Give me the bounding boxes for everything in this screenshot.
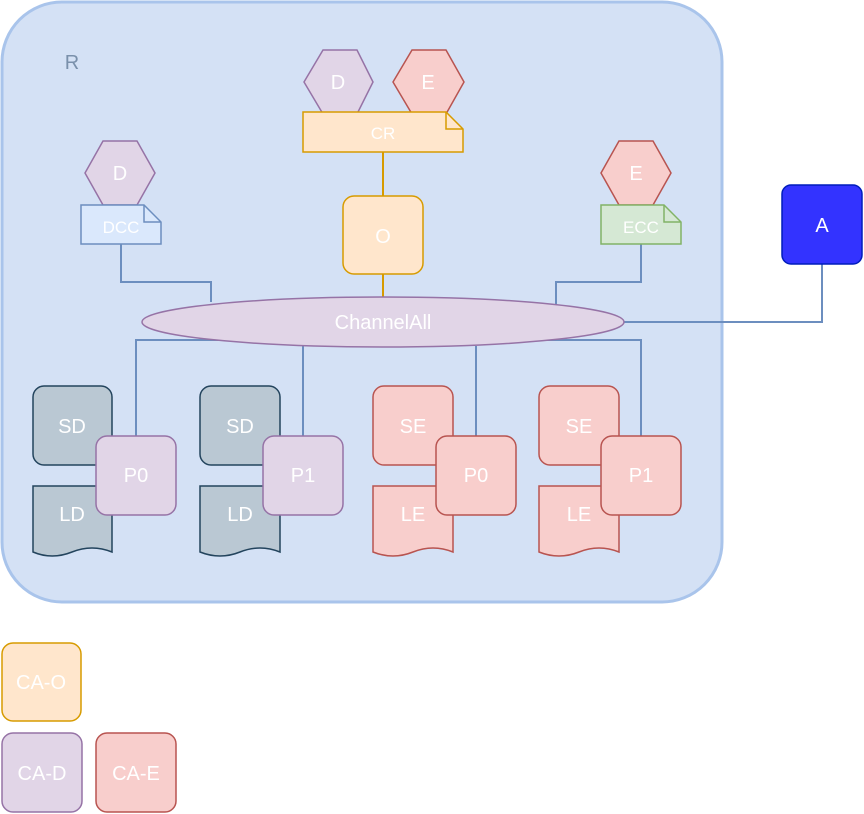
- note-cr-fold: [445, 112, 463, 130]
- box-p-2: [262, 435, 344, 516]
- document-ld-2: [199, 485, 281, 557]
- box-se-4-label: SE: [566, 416, 593, 438]
- ellipse-channel-all: [141, 296, 625, 348]
- box-p-1: [95, 435, 177, 516]
- column-3: LE SE P0: [372, 385, 517, 557]
- hexagon-e-right-label: E: [629, 163, 642, 185]
- legend-ca-o-label: CA-O: [16, 672, 66, 694]
- edge-channel-col4: [525, 339, 642, 436]
- box-o: [342, 195, 424, 275]
- box-o-label: O: [375, 226, 391, 248]
- column-2: LD SD P1: [199, 385, 344, 557]
- document-le-4: [538, 485, 620, 557]
- box-a-label: A: [815, 215, 829, 237]
- note-ecc: [600, 204, 682, 245]
- box-p-3: [435, 435, 517, 516]
- box-sd-1: [32, 385, 113, 466]
- box-sd-1-label: SD: [58, 416, 86, 438]
- document-ld-1: [32, 485, 113, 557]
- legend-ca-e-label: CA-E: [112, 763, 160, 785]
- edge-channel-col1: [135, 339, 242, 436]
- note-dcc-fold: [143, 205, 161, 223]
- hexagon-d-left-label: D: [113, 163, 127, 185]
- box-p-3-label: P0: [464, 465, 488, 487]
- legend-box-ca-e: [95, 732, 177, 813]
- note-dcc: [80, 204, 162, 245]
- document-le-4-label: LE: [567, 504, 591, 526]
- box-sd-2-label: SD: [226, 416, 254, 438]
- box-se-3-label: SE: [400, 416, 427, 438]
- edge-ecc-channel: [555, 244, 642, 304]
- box-p-4: [600, 435, 682, 516]
- note-cr: [302, 111, 464, 153]
- document-ld-1-label: LD: [59, 504, 85, 526]
- box-p-4-label: P1: [629, 465, 653, 487]
- legend-ca-d-label: CA-D: [18, 763, 67, 785]
- note-dcc-label: DCC: [103, 218, 140, 237]
- hexagon-e-center-label: E: [421, 72, 434, 94]
- box-se-3: [372, 385, 454, 466]
- note-cr-label: CR: [371, 124, 396, 143]
- connectors: [120, 152, 823, 436]
- legend-box-ca-o: [1, 642, 82, 722]
- box-p-1-label: P0: [124, 465, 148, 487]
- document-le-3-label: LE: [401, 504, 425, 526]
- legend: CA-O CA-D CA-E: [1, 642, 177, 813]
- hexagon-d-center-label: D: [331, 72, 345, 94]
- document-le-3: [372, 485, 454, 557]
- box-a: [781, 184, 863, 265]
- box-sd-2: [199, 385, 281, 466]
- note-ecc-label: ECC: [623, 218, 659, 237]
- document-ld-2-label: LD: [227, 504, 253, 526]
- column-4: LE SE P1: [538, 385, 682, 557]
- edge-dcc-channel: [120, 244, 212, 302]
- region-label: R: [65, 52, 79, 74]
- note-ecc-fold: [663, 205, 681, 223]
- ellipse-channel-all-label: ChannelAll: [335, 312, 432, 334]
- box-p-2-label: P1: [291, 465, 315, 487]
- box-se-4: [538, 385, 620, 466]
- column-1: LD SD P0: [32, 385, 177, 557]
- edge-a-channel: [624, 264, 823, 323]
- legend-box-ca-d: [1, 732, 83, 813]
